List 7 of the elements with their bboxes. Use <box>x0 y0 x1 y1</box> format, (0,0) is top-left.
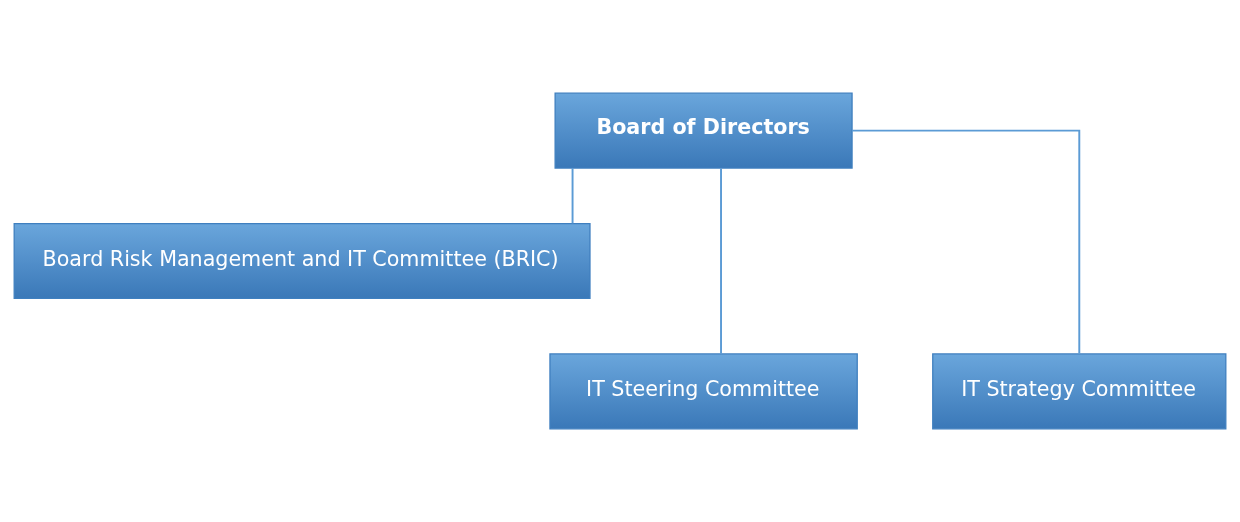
connector <box>720 167 722 355</box>
node-box: IT Strategy Committee <box>932 353 1227 430</box>
node-box: Board Risk Management and IT Committee (BRIC) <box>13 222 591 300</box>
connector <box>851 129 1081 355</box>
connector <box>571 167 574 225</box>
node-box: Board of Directors <box>554 92 853 169</box>
node-box: IT Steering Committee <box>549 353 858 430</box>
